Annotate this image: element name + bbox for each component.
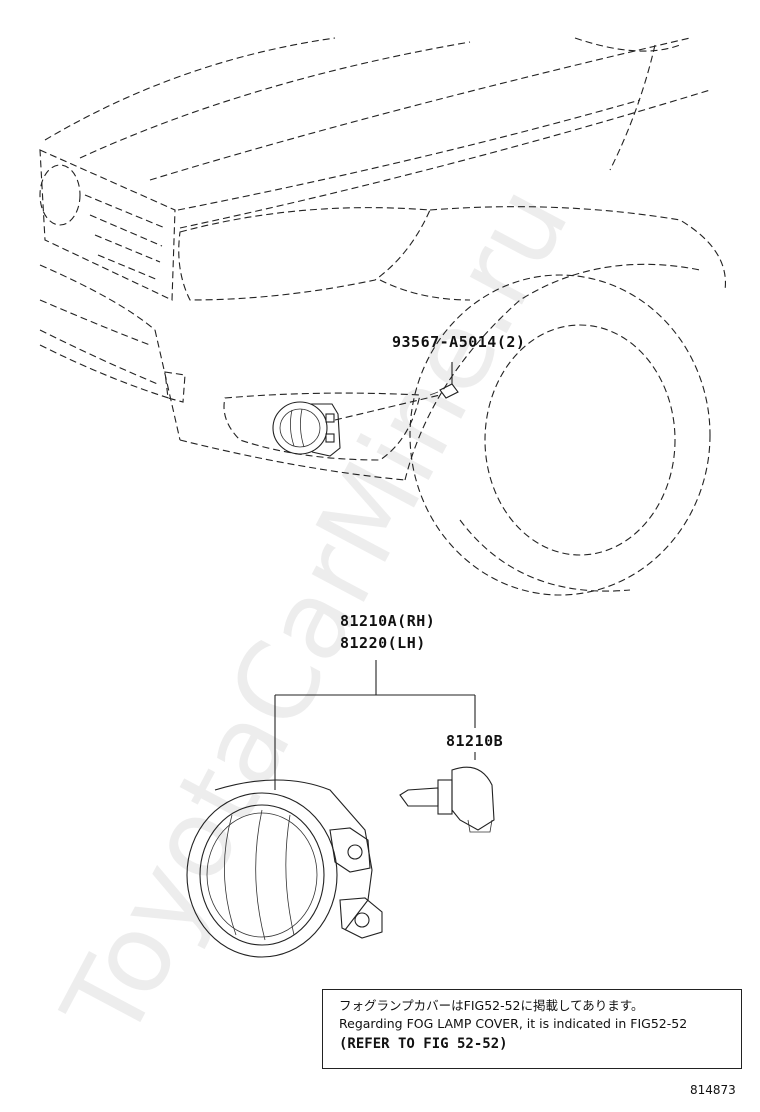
note-english: Regarding FOG LAMP COVER, it is indicate… [339,1016,688,1031]
reference-note-box: フォグランプカバーはFIG52-52に掲載してあります。 Regarding F… [322,989,742,1069]
part-leader-bracket [274,660,476,790]
note-reference: (REFER TO FIG 52-52) [339,1036,508,1052]
fog-lamp-assembly [186,779,383,958]
car-front-outline [39,37,726,596]
label-bulb-part-number: 81210B [446,732,504,750]
label-bolt-part-number: 93567-A5014(2) [392,333,526,351]
bolt-leader-line [334,394,441,421]
note-japanese: フォグランプカバーはFIG52-52に掲載してあります。 [339,998,644,1013]
bulb-icon [399,766,495,833]
label-fog-lamp-lh: 81220(LH) [340,634,426,652]
fog-lamp-installed [272,401,341,457]
figure-number: 814873 [690,1083,736,1097]
bolt-icon [429,362,459,399]
label-fog-lamp-rh: 81210A(RH) [340,612,436,630]
